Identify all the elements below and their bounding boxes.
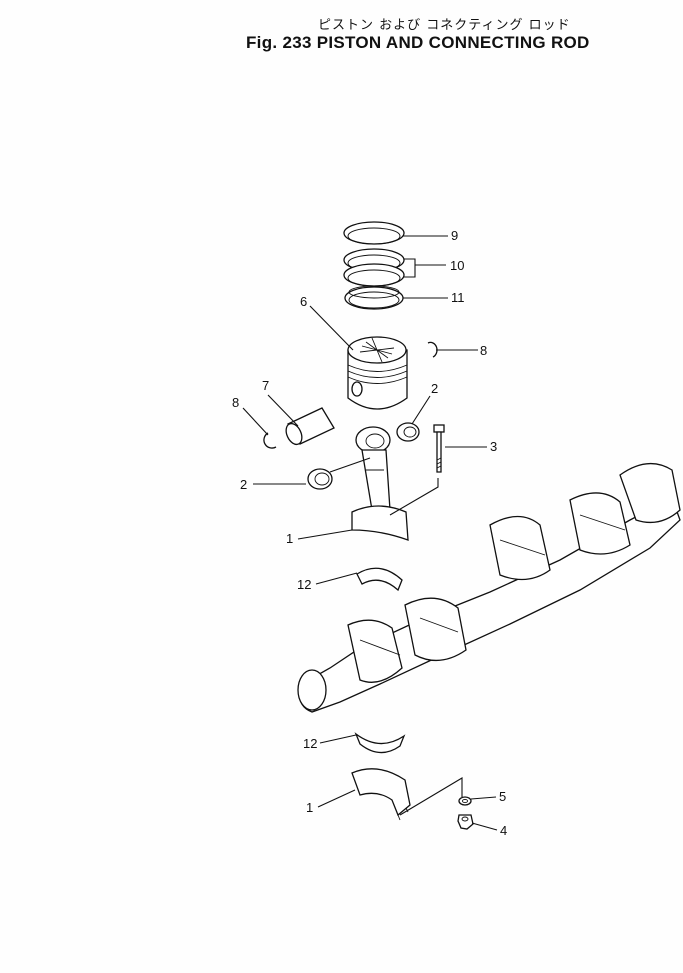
callout-12-upper: 12 — [297, 577, 311, 592]
callout-1-upper: 1 — [286, 531, 293, 546]
callout-6: 6 — [300, 294, 307, 309]
piston — [347, 336, 408, 410]
callout-3: 3 — [490, 439, 497, 454]
callout-8-right: 8 — [480, 343, 487, 358]
nut — [457, 814, 474, 830]
oil-ring — [344, 285, 404, 310]
snap-ring-left — [263, 432, 277, 449]
bushing-lower — [307, 468, 333, 490]
callout-9: 9 — [451, 228, 458, 243]
figure-title: Fig. 233 PISTON AND CONNECTING ROD — [246, 33, 590, 52]
connecting-rod-bolt — [433, 424, 445, 473]
piston-ring-top — [343, 221, 405, 245]
connecting-rod — [351, 426, 409, 541]
callout-12-lower: 12 — [303, 736, 317, 751]
callout-11: 11 — [451, 290, 465, 305]
callout-2-upper: 2 — [431, 381, 438, 396]
callout-1-lower: 1 — [306, 800, 313, 815]
piston-ring-third — [343, 263, 405, 287]
connecting-rod-cap — [351, 768, 411, 821]
washer — [458, 796, 472, 806]
figure-title-japanese: ピストン および コネクティング ロッド — [318, 18, 571, 33]
callout-4: 4 — [500, 823, 507, 838]
callout-2-lower: 2 — [240, 477, 247, 492]
leader-lines — [242, 235, 498, 831]
callout-8-left: 8 — [232, 395, 239, 410]
callout-10: 10 — [450, 258, 464, 273]
bushing-upper — [396, 422, 420, 442]
callout-7: 7 — [262, 378, 269, 393]
piston-pin — [285, 407, 335, 446]
callout-5: 5 — [499, 789, 506, 804]
bearing-lower — [354, 732, 406, 754]
bearing-upper — [356, 567, 403, 592]
crankshaft — [297, 463, 681, 713]
snap-ring-right — [427, 341, 438, 358]
